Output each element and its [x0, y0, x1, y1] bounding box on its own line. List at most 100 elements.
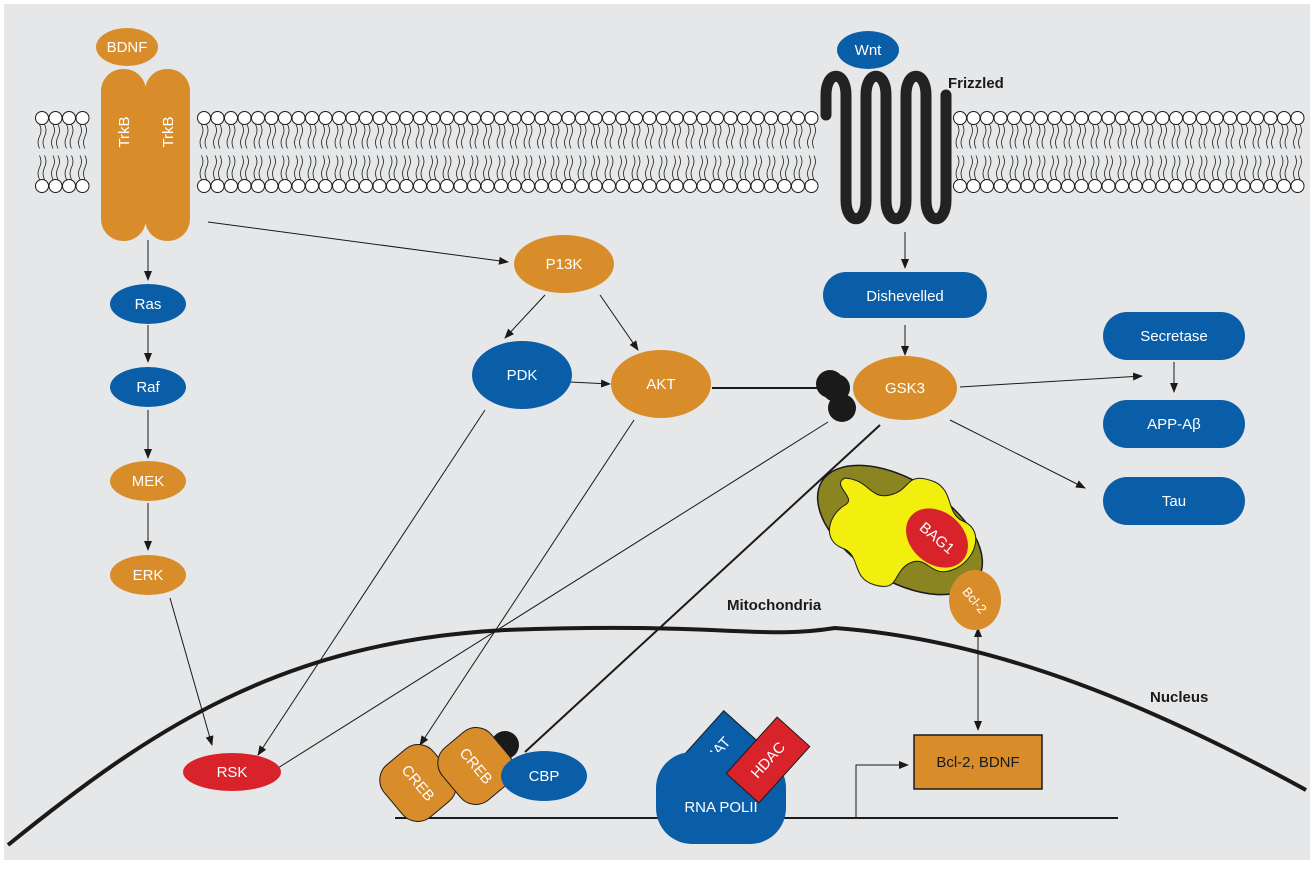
lipid-head: [683, 179, 697, 193]
lipid-tail: [987, 155, 992, 180]
lipid-tail: [623, 155, 627, 180]
lipid-tail: [717, 124, 722, 149]
lipid-tail: [1176, 124, 1181, 149]
lipid-tail: [280, 124, 285, 149]
lipid-tail: [272, 124, 276, 149]
lipid-head: [197, 179, 211, 193]
lipid-tail: [658, 155, 663, 180]
lipid-head: [305, 111, 319, 125]
lipid-tail: [56, 124, 60, 149]
lipid-tail: [348, 124, 352, 149]
lipid-tail: [456, 155, 460, 180]
lipid-head: [35, 111, 49, 125]
lipid-tail: [577, 124, 582, 149]
lipid-tail: [672, 155, 676, 180]
lipid-tail: [294, 124, 298, 149]
lipid-tail: [618, 124, 622, 149]
lipid-head: [669, 111, 684, 125]
lipid-tail: [429, 155, 433, 180]
lipid-head: [1196, 111, 1210, 125]
lipid-tail: [245, 155, 249, 180]
lipid-tail: [1063, 124, 1068, 149]
lipid-tail: [393, 155, 398, 180]
lipid-tail: [456, 124, 460, 149]
lipid-tail: [515, 155, 519, 180]
lipid-tail: [42, 155, 47, 180]
lipid-head: [602, 111, 616, 125]
lipid-tail: [618, 155, 622, 180]
wnt-label: Wnt: [855, 42, 883, 59]
lipid-tail: [231, 155, 236, 180]
rsk-label: RSK: [217, 764, 248, 781]
lipid-head: [1290, 179, 1305, 193]
lipid-head: [966, 111, 981, 125]
lipid-tail: [1185, 124, 1189, 149]
lipid-tail: [1136, 155, 1140, 180]
lipid-head: [1155, 179, 1170, 193]
lipid-head: [1020, 179, 1035, 193]
bdnf-label: BDNF: [107, 39, 148, 56]
lipid-head: [1223, 179, 1237, 193]
lipid-tail: [704, 155, 708, 180]
lipid-head: [1182, 179, 1197, 193]
lipid-head: [804, 111, 819, 125]
lipid-tail: [636, 124, 641, 149]
lipid-tail: [442, 155, 447, 180]
lipid-tail: [442, 124, 447, 149]
lipid-tail: [564, 124, 568, 149]
lipid-tail: [1131, 124, 1135, 149]
lipid-tail: [685, 124, 690, 149]
lipid-tail: [1104, 155, 1108, 180]
lipid-head: [750, 111, 765, 125]
lipid-tail: [1109, 124, 1113, 149]
lipid-tail: [1293, 124, 1297, 149]
lipid-tail: [488, 124, 492, 149]
lipid-head: [291, 179, 306, 193]
lipid-tail: [474, 155, 479, 180]
lipid-tail: [1239, 155, 1243, 180]
tau-node: Tau: [1103, 477, 1245, 525]
lipid-head: [480, 111, 495, 125]
lipid-tail: [604, 155, 609, 180]
lipid-tail: [339, 155, 344, 180]
lipid-head: [656, 179, 670, 193]
lipid-head: [534, 179, 549, 193]
lipid-tail: [1212, 155, 1216, 180]
lipid-tail: [528, 124, 533, 149]
lipid-head: [224, 111, 238, 125]
cell-membrane: [35, 111, 1305, 193]
lipid-head: [1061, 111, 1075, 125]
lipid-head: [372, 179, 387, 193]
lipid-head: [372, 111, 387, 125]
lipid-head: [791, 179, 805, 193]
lipid-tail: [461, 124, 465, 149]
lipid-tail: [604, 124, 609, 149]
lipid-tail: [1001, 124, 1005, 149]
lipid-tail: [1036, 155, 1041, 180]
lipid-tail: [1077, 155, 1081, 180]
lipid-tail: [753, 124, 757, 149]
lipid-tail: [321, 155, 325, 180]
lipid-tail: [609, 124, 614, 149]
lipid-tail: [807, 124, 811, 149]
lipid-tail: [1244, 124, 1248, 149]
lipid-tail: [1176, 155, 1181, 180]
lipid-tail: [1230, 124, 1235, 149]
lipid-tail: [199, 155, 204, 180]
lipid-tail: [645, 124, 649, 149]
frizzled-receptor: [820, 70, 952, 225]
erk-node: ERK: [110, 555, 186, 595]
lipid-tail: [321, 124, 325, 149]
lipid-head: [62, 179, 76, 193]
lipid-head: [1128, 111, 1143, 125]
lipid-tail: [771, 124, 776, 149]
lipid-tail: [312, 124, 317, 149]
lipid-head: [1088, 179, 1102, 193]
lipid-tail: [704, 124, 708, 149]
lipid-head: [1263, 111, 1278, 125]
lipid-head: [575, 179, 589, 193]
lipid-tail: [1041, 124, 1046, 149]
lipid-tail: [407, 124, 411, 149]
lipid-tail: [631, 124, 636, 149]
lipid-tail: [1266, 155, 1270, 180]
